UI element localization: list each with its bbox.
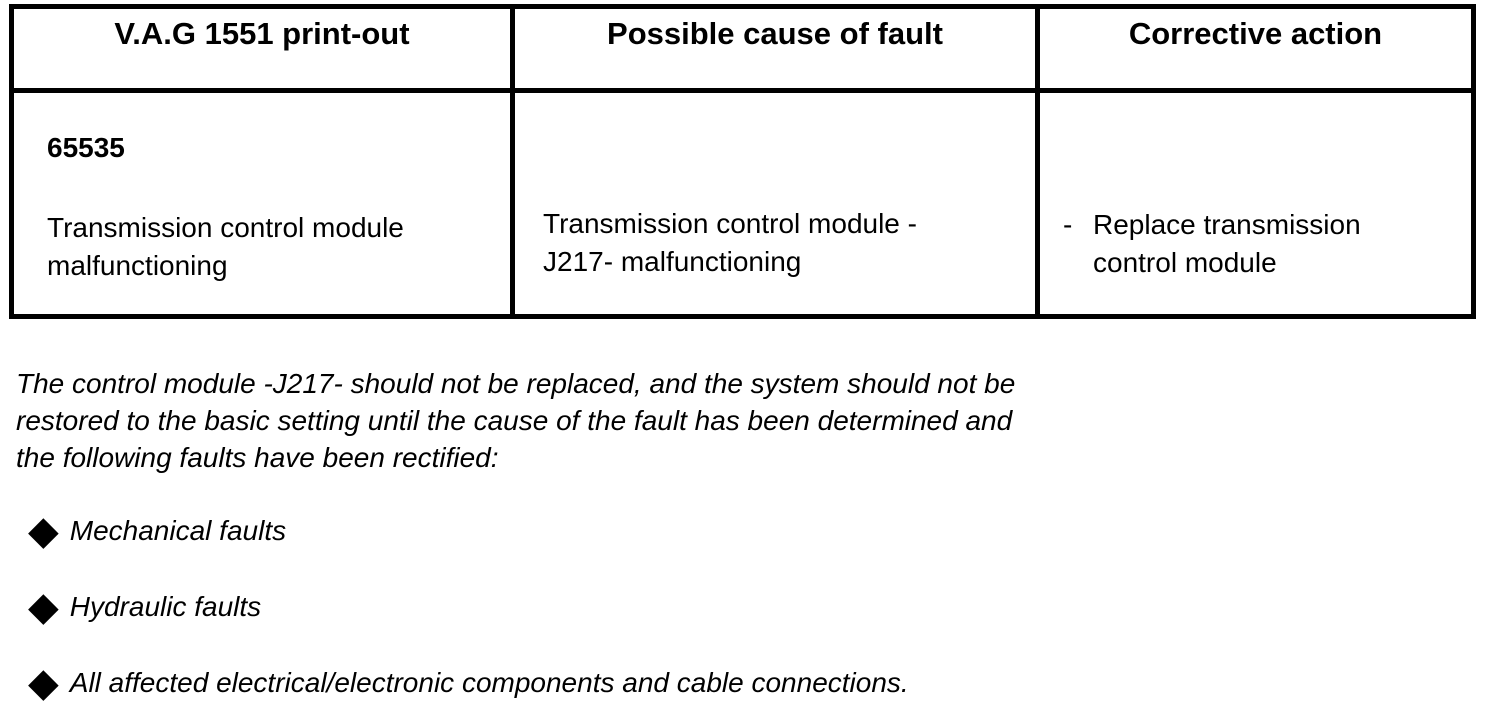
cell-printout: 65535 Transmission control module malfun… [14,93,510,314]
diamond-bullet-icon: ◆ [28,660,59,705]
list-item-hydraulic: ◆ Hydraulic faults [28,584,1504,629]
service-manual-page: V.A.G 1551 print-out Possible cause of f… [0,4,1504,718]
printout-description-line: malfunctioning [47,250,228,281]
list-item-electrical: ◆ All affected electrical/electronic com… [28,660,1504,705]
cause-description-line: Transmission control module - [543,208,917,239]
printout-description: Transmission control module malfunctioni… [47,209,490,285]
table-header-action: Corrective action [1035,9,1471,93]
list-item-label: Mechanical faults [69,515,287,546]
printout-description-line: Transmission control module [47,212,404,243]
action-description-line: control module [1093,247,1277,278]
note-line: The control module -J217- should not be … [16,368,1016,399]
note-paragraph: The control module -J217- should not be … [16,365,1504,476]
table-header-printout: V.A.G 1551 print-out [14,9,510,93]
list-item-label: Hydraulic faults [69,591,262,622]
fault-type-list: ◆ Mechanical faults ◆ Hydraulic faults ◆… [28,508,1504,705]
table-header-action-label: Corrective action [1128,16,1383,51]
table-header-cause-label: Possible cause of fault [607,16,943,51]
cell-action: - Replace transmission control module [1035,93,1471,314]
diamond-bullet-icon: ◆ [28,584,59,629]
action-item: - Replace transmission control module [1063,206,1461,282]
table-header-cause: Possible cause of fault [510,9,1035,93]
list-item-label: All affected electrical/electronic compo… [69,667,909,698]
diamond-bullet-icon: ◆ [28,508,59,553]
dash-bullet-icon: - [1063,209,1073,240]
action-description: Replace transmission control module [1093,206,1361,282]
cell-cause: Transmission control module - J217- malf… [510,93,1035,314]
fault-code-table: V.A.G 1551 print-out Possible cause of f… [9,4,1476,319]
note-line: the following faults have been rectified… [16,442,499,473]
cause-description: Transmission control module - J217- malf… [543,205,1015,281]
note-line: restored to the basic setting until the … [16,405,1013,436]
list-item-mechanical: ◆ Mechanical faults [28,508,1504,553]
table-header-printout-label: V.A.G 1551 print-out [114,16,410,51]
fault-code: 65535 [47,132,125,163]
action-description-line: Replace transmission [1093,209,1361,240]
cause-description-line: J217- malfunctioning [543,246,802,277]
